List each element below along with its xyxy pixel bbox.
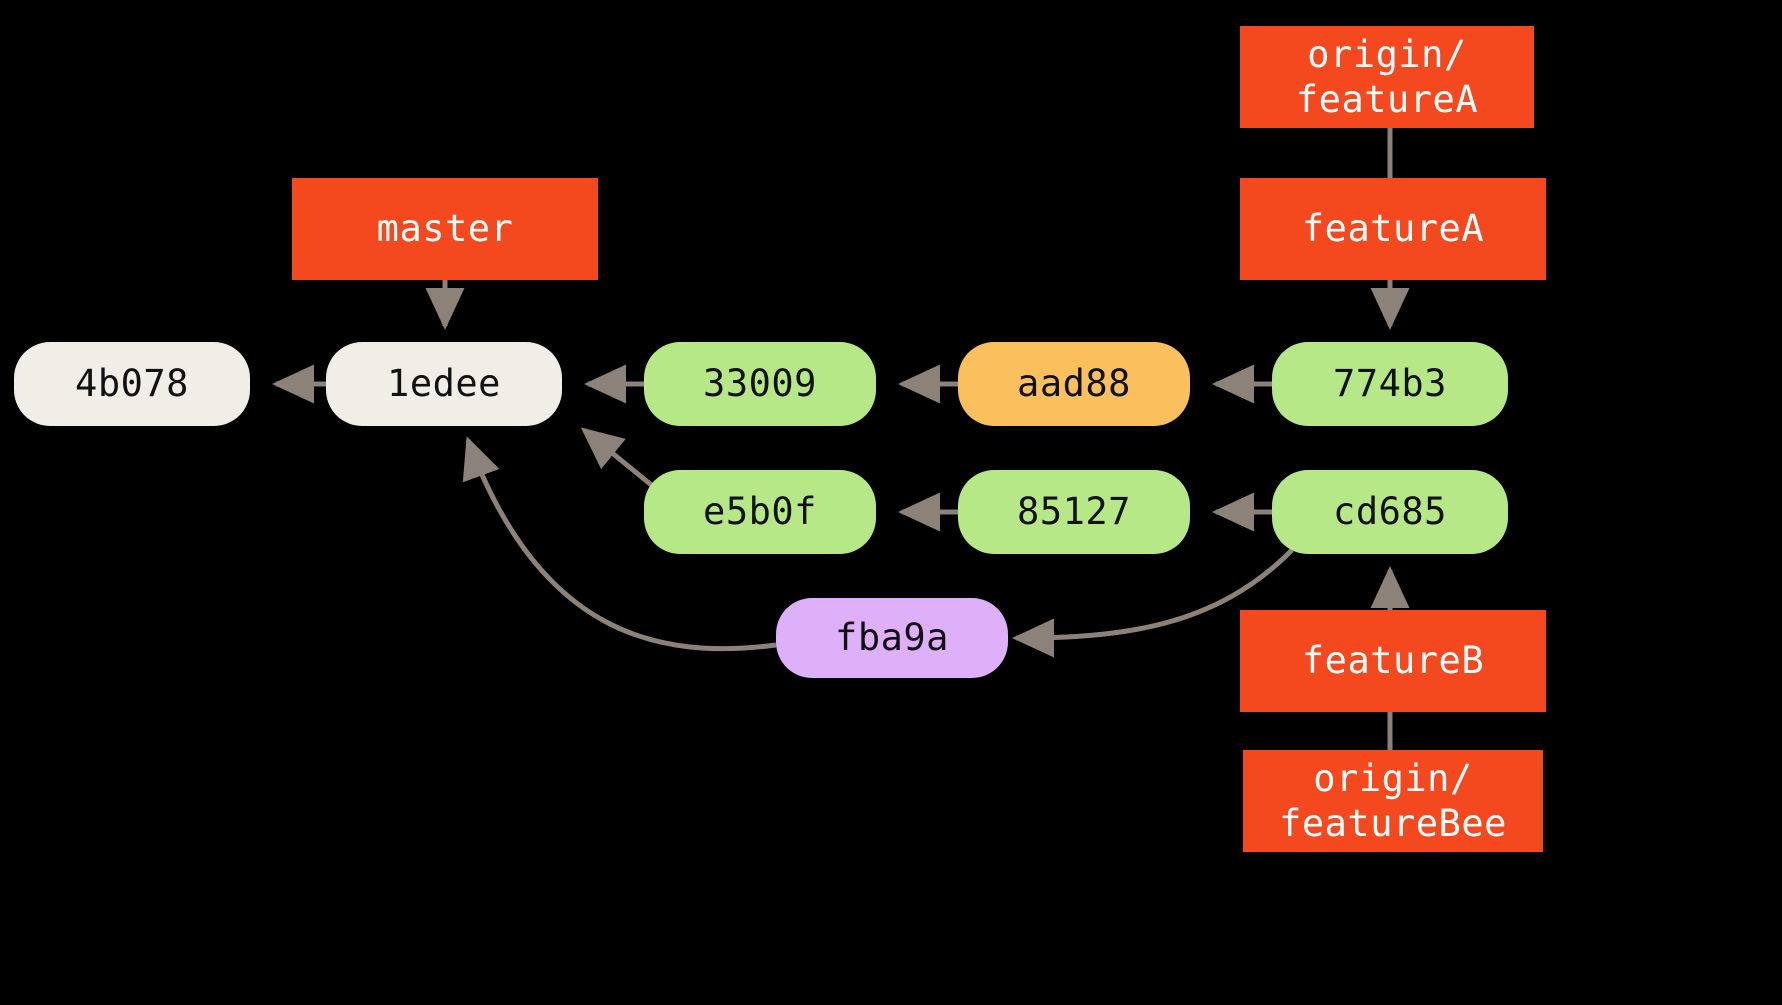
remote-ref-origin-featureBee[interactable]: origin/ featureBee — [1243, 750, 1543, 852]
commit-label: fba9a — [835, 616, 949, 660]
branch-ref-label: featureA — [1301, 207, 1485, 251]
commit-label: 774b3 — [1333, 362, 1447, 406]
branch-ref-label: master — [376, 207, 514, 251]
commit-label: 4b078 — [75, 362, 189, 406]
remote-ref-origin-featureA[interactable]: origin/ featureA — [1240, 26, 1534, 128]
commit-label: aad88 — [1017, 362, 1131, 406]
commit-label: cd685 — [1333, 490, 1447, 534]
branch-ref-featureB[interactable]: featureB — [1240, 610, 1546, 712]
branch-ref-master[interactable]: master — [292, 178, 598, 280]
edge-e5b0f-to-1edee — [580, 427, 662, 494]
commit-node-33009[interactable]: 33009 — [644, 342, 876, 426]
remote-ref-label: origin/ featureA — [1295, 32, 1479, 121]
commit-node-cd685[interactable]: cd685 — [1272, 470, 1508, 554]
commit-node-4b078[interactable]: 4b078 — [14, 342, 250, 426]
commit-node-fba9a[interactable]: fba9a — [776, 598, 1008, 678]
branch-ref-featureA[interactable]: featureA — [1240, 178, 1546, 280]
commit-node-aad88[interactable]: aad88 — [958, 342, 1190, 426]
commit-node-85127[interactable]: 85127 — [958, 470, 1190, 554]
commit-node-774b3[interactable]: 774b3 — [1272, 342, 1508, 426]
commit-node-1edee[interactable]: 1edee — [326, 342, 562, 426]
commit-label: e5b0f — [703, 490, 817, 534]
remote-ref-label: origin/ featureBee — [1279, 756, 1507, 845]
commit-label: 33009 — [703, 362, 817, 406]
commit-node-e5b0f[interactable]: e5b0f — [644, 470, 876, 554]
branch-ref-label: featureB — [1301, 639, 1485, 683]
commit-label: 1edee — [387, 362, 501, 406]
commit-label: 85127 — [1017, 490, 1131, 534]
